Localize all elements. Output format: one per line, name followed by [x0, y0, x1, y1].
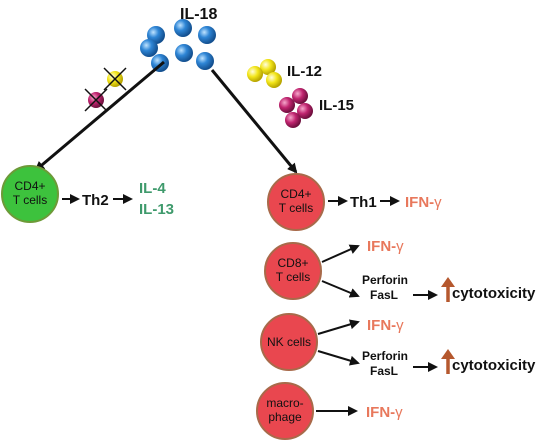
il13-label: IL-13 [139, 201, 174, 218]
il15-molecule [292, 88, 308, 104]
cd8-perforin-label: Perforin [362, 273, 408, 287]
il12-molecule [266, 72, 282, 88]
th2-label: Th2 [82, 192, 109, 209]
arrow-nk-ifn [317, 319, 360, 335]
nk-line1: NK cells [267, 335, 311, 349]
il15-molecules [279, 88, 313, 128]
il18-molecule [140, 39, 158, 57]
cd8-line2: T cells [276, 270, 310, 284]
left-cd4-line1: CD4+ [14, 179, 45, 193]
il12-label: IL-12 [287, 63, 322, 80]
nk-cytotoxicity-label: cytotoxicity [452, 357, 536, 374]
il15-molecule [279, 97, 295, 113]
right-cd4-cell [267, 173, 325, 231]
blocked-il12-icon [103, 67, 127, 91]
nk-cell [260, 313, 318, 371]
il4-label: IL-4 [139, 180, 166, 197]
il18-molecule [196, 52, 214, 70]
il18-molecule [174, 19, 192, 37]
right-cd4-line2: T cells [279, 201, 313, 215]
macrophage-line2: phage [268, 410, 302, 424]
cd8-ifn-label: IFN-γ [367, 238, 404, 255]
left-cd4-cell [1, 165, 59, 223]
arrow-nk-perforin [317, 350, 360, 366]
il12-molecules [247, 59, 282, 88]
macrophage-ifn-label: IFN-γ [366, 404, 403, 421]
il12-molecule [260, 59, 276, 75]
cd8-cell [264, 242, 322, 300]
il18-molecules [140, 19, 216, 72]
cd4-ifn-label: IFN-γ [405, 194, 442, 211]
th1-label: Th1 [350, 194, 377, 211]
blocked-il15-icon [84, 88, 108, 112]
il15-label: IL-15 [319, 97, 354, 114]
cd8-fasl-label: FasL [370, 288, 398, 302]
arrow-to-left-cd4 [34, 60, 165, 172]
nk-up-arrow-icon [441, 349, 455, 374]
left-cd4-line2: T cells [13, 193, 47, 207]
arrow-cd8-perforin [321, 280, 360, 298]
nk-perforin-label: Perforin [362, 349, 408, 363]
il18-molecule [198, 26, 216, 44]
arrow-to-right-cd4 [210, 69, 298, 174]
nk-fasl-label: FasL [370, 364, 398, 378]
macrophage-cell [256, 382, 314, 440]
cd8-up-arrow-icon [441, 277, 455, 302]
il18-molecule [175, 44, 193, 62]
il12-molecule [247, 66, 263, 82]
macrophage-line1: macro- [266, 396, 303, 410]
cd8-line1: CD8+ [277, 256, 308, 270]
il15-molecule [297, 103, 313, 119]
nk-ifn-label: IFN-γ [367, 317, 404, 334]
il18-label: IL-18 [180, 6, 217, 23]
right-cd4-line1: CD4+ [280, 187, 311, 201]
cd8-cytotoxicity-label: cytotoxicity [452, 285, 536, 302]
arrow-cd8-ifn [321, 244, 360, 263]
il15-molecule [285, 112, 301, 128]
